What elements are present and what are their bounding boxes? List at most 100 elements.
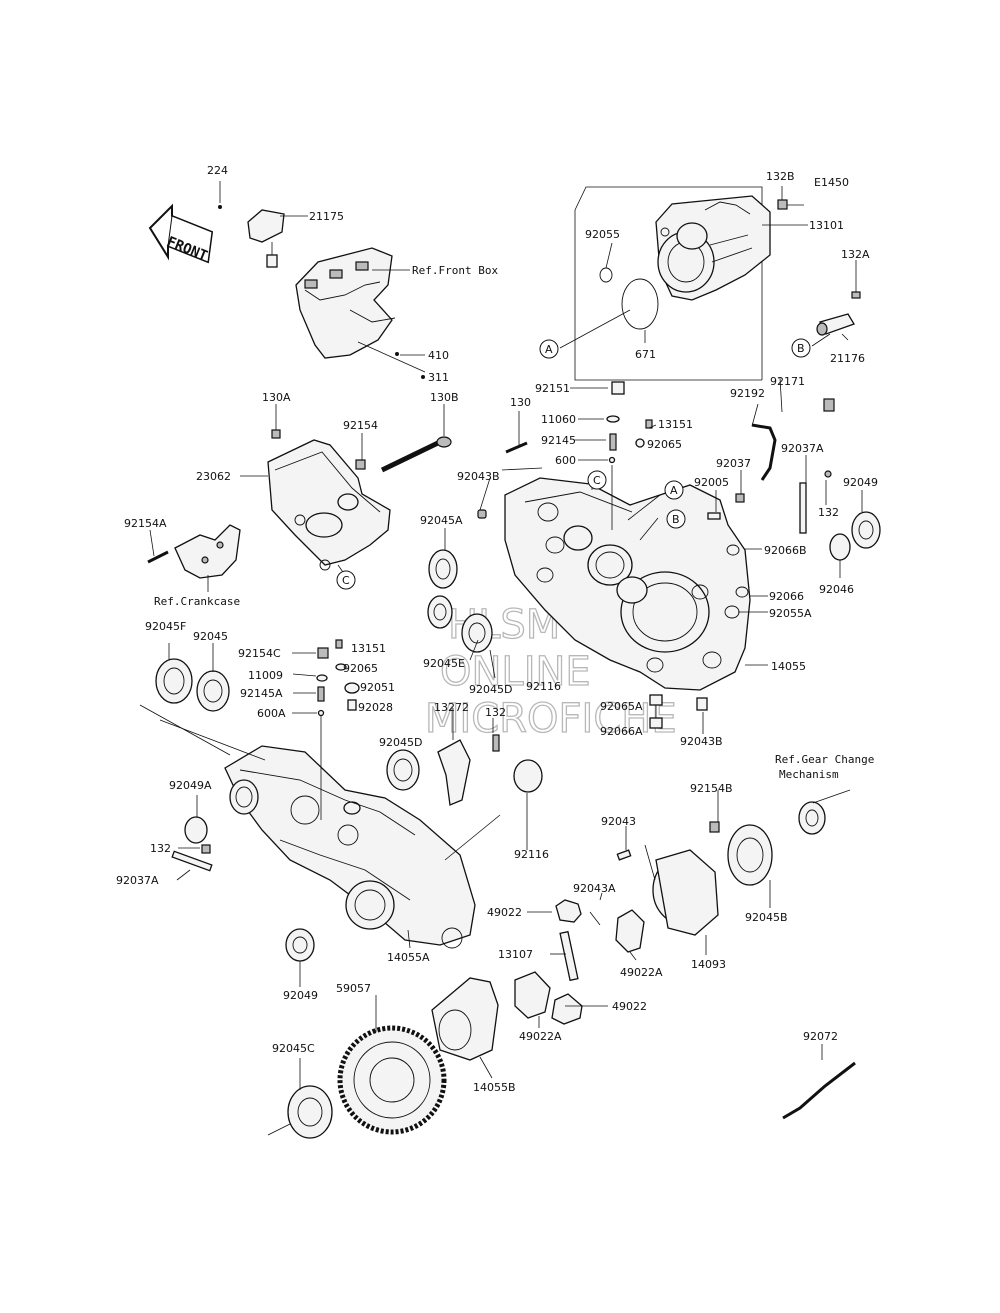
label-92045A: 92045A xyxy=(420,514,463,527)
label-13101: 13101 xyxy=(809,219,844,232)
label-11009: 11009 xyxy=(248,669,283,682)
label-132-b: 132 xyxy=(485,706,506,719)
svg-text:B: B xyxy=(797,342,805,355)
callout-b-right: B xyxy=(666,509,686,529)
svg-text:B: B xyxy=(672,513,680,526)
label-14055A: 14055A xyxy=(387,951,430,964)
label-92005: 92005 xyxy=(694,476,729,489)
label-132-c: 132 xyxy=(150,842,171,855)
label-600: 600 xyxy=(555,454,576,467)
ref-crankcase: Ref.Crankcase xyxy=(154,595,240,608)
label-13151-a: 13151 xyxy=(658,418,693,431)
label-92055: 92055 xyxy=(585,228,620,241)
label-92043: 92043 xyxy=(601,815,636,828)
svg-text:C: C xyxy=(342,574,350,587)
label-311: 311 xyxy=(428,371,449,384)
label-132B: 132B xyxy=(766,170,795,183)
label-59057: 59057 xyxy=(336,982,371,995)
watermark-line-2: ONLINE xyxy=(440,649,591,695)
label-671: 671 xyxy=(635,348,656,361)
label-224: 224 xyxy=(207,164,228,177)
part-labels: 224 21175 410 311 132B 13101 92055 671 1… xyxy=(116,164,878,1094)
callout-a-right: A xyxy=(664,480,684,500)
callout-c-left: C xyxy=(336,570,356,590)
svg-text:A: A xyxy=(545,343,553,356)
label-49022-b: 49022 xyxy=(612,1000,647,1013)
label-92145A: 92145A xyxy=(240,687,283,700)
label-13272: 13272 xyxy=(434,701,469,714)
actuator-group xyxy=(574,186,804,381)
label-92154A: 92154A xyxy=(124,517,167,530)
label-49022-a: 49022 xyxy=(487,906,522,919)
label-92154B: 92154B xyxy=(690,782,733,795)
callout-b-top: B xyxy=(791,338,811,358)
label-92055A: 92055A xyxy=(769,607,812,620)
label-92046: 92046 xyxy=(819,583,854,596)
label-23062: 23062 xyxy=(196,470,231,483)
label-21175: 21175 xyxy=(309,210,344,223)
label-92066: 92066 xyxy=(769,590,804,603)
label-92037A: 92037A xyxy=(781,442,824,455)
label-92043B-b: 92043B xyxy=(680,735,723,748)
label-92065A: 92065A xyxy=(600,700,643,713)
label-14093: 14093 xyxy=(691,958,726,971)
label-11060: 11060 xyxy=(541,413,576,426)
label-92154C: 92154C xyxy=(238,647,281,660)
left-case-small-parts xyxy=(155,639,543,962)
label-92065-b: 92065 xyxy=(343,662,378,675)
left-crankcase xyxy=(224,745,476,949)
label-92065-a: 92065 xyxy=(647,438,682,451)
label-410: 410 xyxy=(428,349,449,362)
callout-a-top: A xyxy=(539,339,559,359)
svg-text:C: C xyxy=(593,474,601,487)
label-92037A-b: 92037A xyxy=(116,874,159,887)
diagram-code: E1450 xyxy=(814,176,849,189)
label-13151-b: 13151 xyxy=(351,642,386,655)
label-92154: 92154 xyxy=(343,419,378,432)
label-130: 130 xyxy=(510,396,531,409)
right-case-small-parts xyxy=(427,381,881,729)
label-92066A: 92066A xyxy=(600,725,643,738)
label-92116-a: 92116 xyxy=(526,680,561,693)
watermark: HLSM ONLINE MICROFICHE xyxy=(424,601,677,742)
label-92045D-b: 92045D xyxy=(379,736,422,749)
label-92043B: 92043B xyxy=(457,470,500,483)
differential-group xyxy=(287,801,856,1139)
label-132-a: 132 xyxy=(818,506,839,519)
right-crankcase xyxy=(504,477,751,691)
label-92192: 92192 xyxy=(730,387,765,400)
front-box-bracket xyxy=(218,205,396,359)
label-49022A: 49022A xyxy=(620,966,663,979)
label-92043A: 92043A xyxy=(573,882,616,895)
label-49022A-b: 49022A xyxy=(519,1030,562,1043)
label-132A: 132A xyxy=(841,248,870,261)
ref-gear-change-2: Mechanism xyxy=(779,768,839,781)
front-arrow-icon: FRONT xyxy=(148,203,214,265)
sensor-part xyxy=(816,260,861,336)
engine-mount-bracket xyxy=(147,429,452,579)
label-92145: 92145 xyxy=(541,434,576,447)
ref-front-box: Ref.Front Box xyxy=(412,264,498,277)
watermark-line-3: MICROFICHE xyxy=(425,696,677,742)
label-14055: 14055 xyxy=(771,660,806,673)
label-600A: 600A xyxy=(257,707,286,720)
label-13107: 13107 xyxy=(498,948,533,961)
label-92045D: 92045D xyxy=(469,683,512,696)
label-92045F: 92045F xyxy=(145,620,186,633)
label-92051: 92051 xyxy=(360,681,395,694)
label-92028: 92028 xyxy=(358,701,393,714)
callout-c-right: C xyxy=(587,470,607,490)
label-92072: 92072 xyxy=(803,1030,838,1043)
label-92045E: 92045E xyxy=(423,657,465,670)
svg-text:A: A xyxy=(670,484,678,497)
ref-gear-change-1: Ref.Gear Change xyxy=(775,753,874,766)
label-92049: 92049 xyxy=(843,476,878,489)
label-92116-b: 92116 xyxy=(514,848,549,861)
label-92049-b: 92049 xyxy=(283,989,318,1002)
label-92171: 92171 xyxy=(770,375,805,388)
label-92045C: 92045C xyxy=(272,1042,315,1055)
label-92045: 92045 xyxy=(193,630,228,643)
label-92037: 92037 xyxy=(716,457,751,470)
label-92151: 92151 xyxy=(535,382,570,395)
